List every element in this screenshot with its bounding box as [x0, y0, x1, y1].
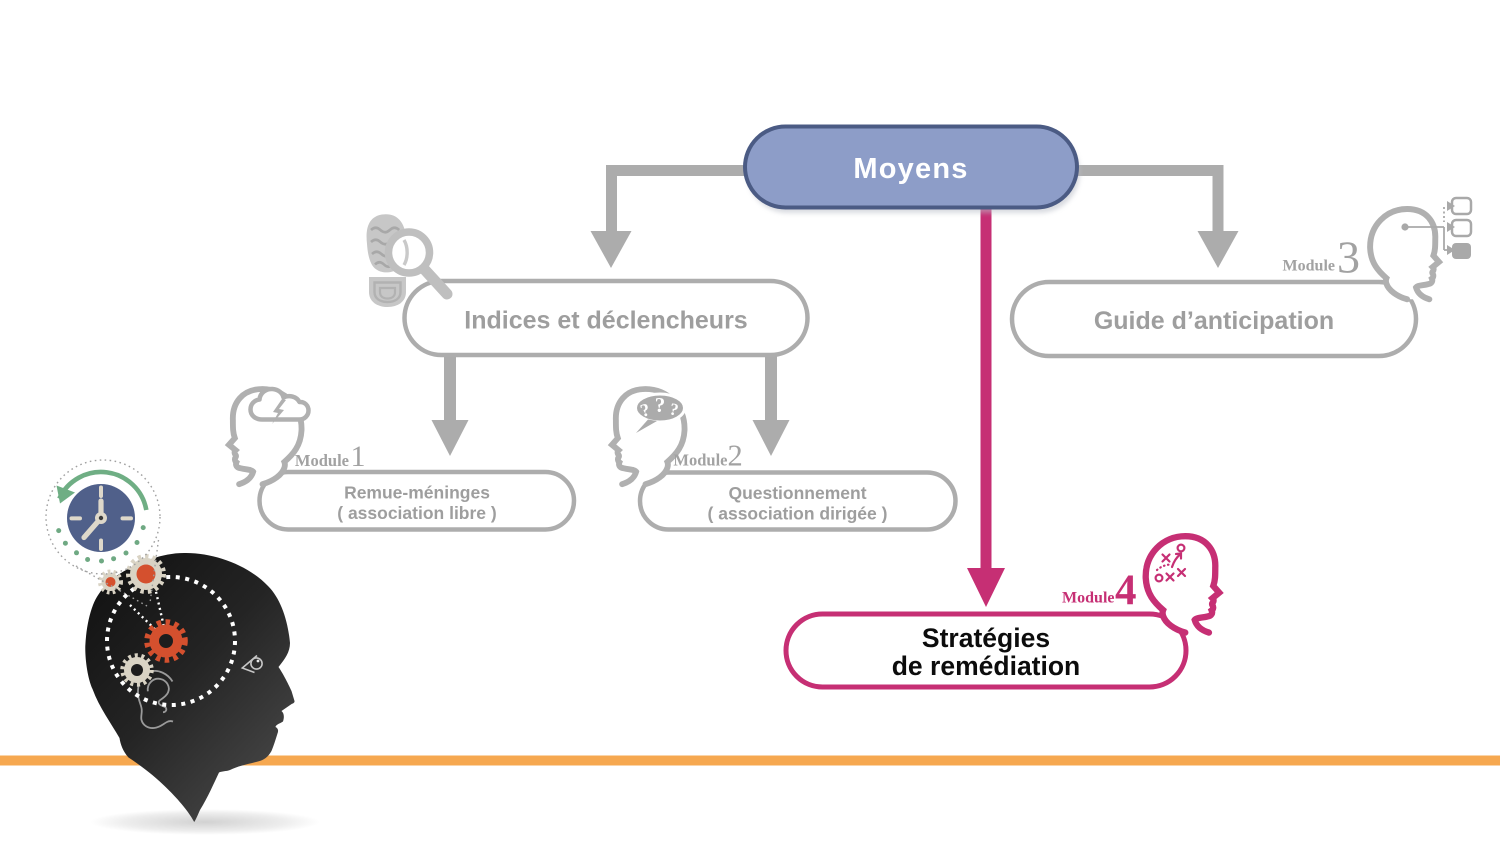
svg-text:Module: Module — [295, 451, 349, 470]
svg-text:?: ? — [655, 393, 666, 417]
svg-text:4: 4 — [1115, 567, 1137, 614]
svg-text:Module: Module — [1062, 590, 1114, 607]
svg-text:Moyens: Moyens — [853, 153, 968, 185]
svg-text:( association dirigée ): ( association dirigée ) — [708, 504, 888, 524]
svg-text:3: 3 — [1337, 232, 1360, 283]
svg-text:?: ? — [668, 399, 680, 419]
svg-text:Questionnement: Questionnement — [728, 483, 866, 503]
svg-text:2: 2 — [728, 439, 743, 473]
svg-text:de remédiation: de remédiation — [892, 651, 1081, 681]
svg-text:1: 1 — [351, 440, 366, 473]
svg-text:Guide d’anticipation: Guide d’anticipation — [1094, 307, 1334, 335]
svg-text:( association libre ): ( association libre ) — [337, 503, 496, 523]
svg-text:Module: Module — [673, 451, 727, 470]
svg-text:Module: Module — [1283, 258, 1335, 275]
svg-text:Remue-méninges: Remue-méninges — [344, 483, 490, 503]
svg-text:Indices et déclencheurs: Indices et déclencheurs — [464, 307, 747, 335]
svg-text:Stratégies: Stratégies — [922, 623, 1050, 653]
